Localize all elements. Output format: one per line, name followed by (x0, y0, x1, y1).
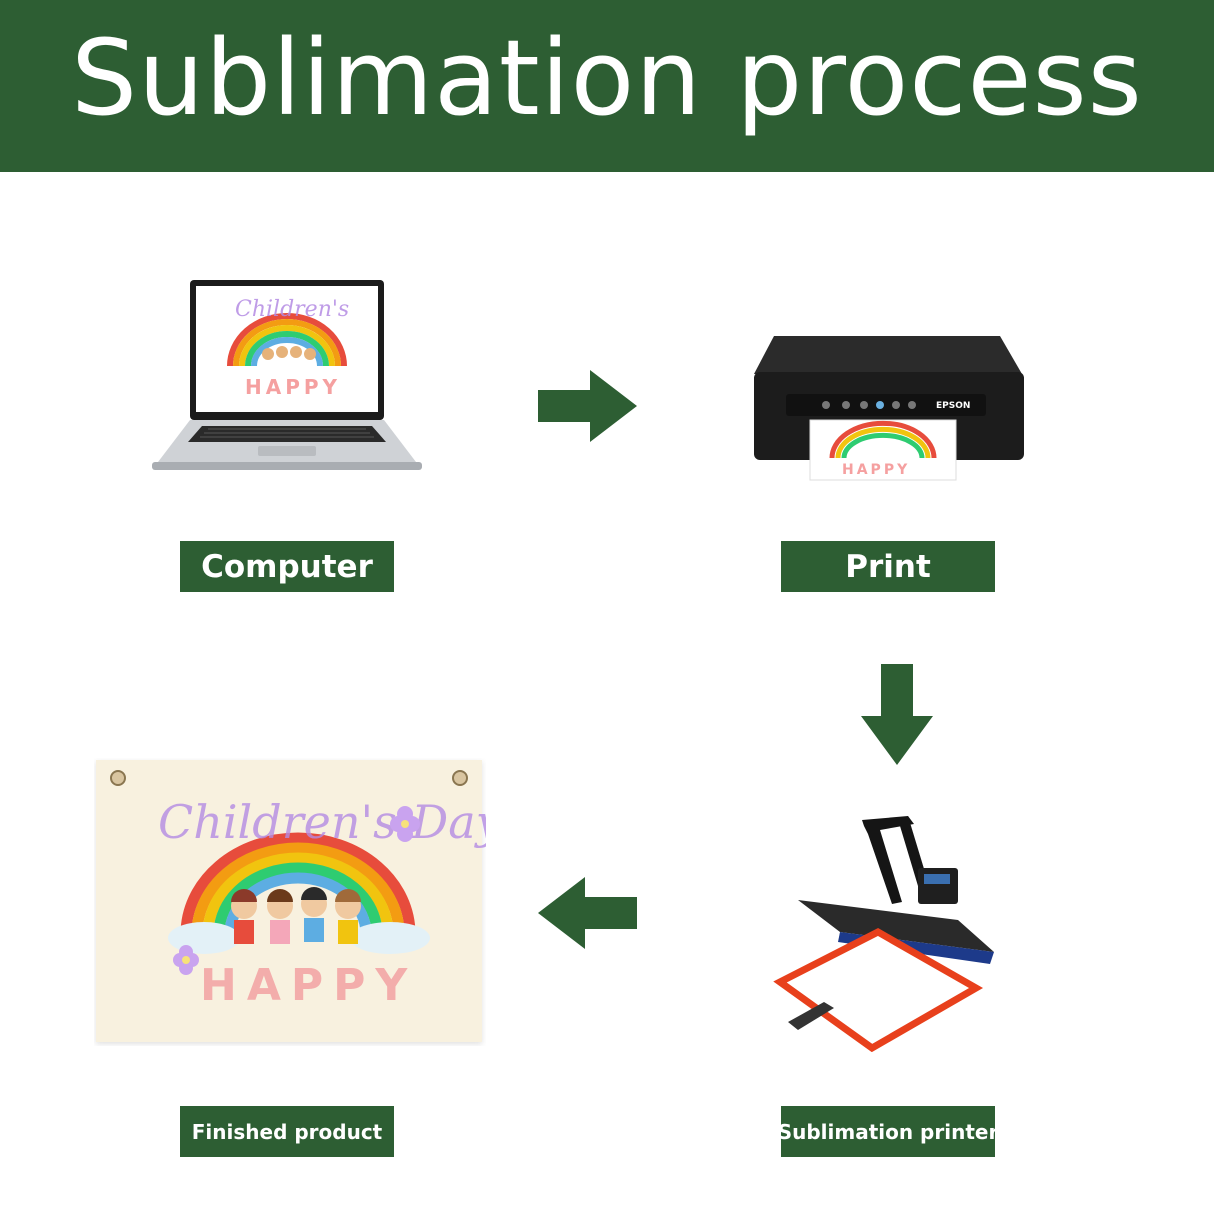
svg-text:HAPPY: HAPPY (842, 462, 910, 478)
banner-subline: HAPPY (200, 960, 417, 1011)
banner-headline: Children's Day (158, 795, 486, 849)
arrow-right-icon (538, 370, 637, 442)
label-print: Print (781, 541, 995, 592)
banner-image: Children's Day HAPPY (96, 760, 486, 1042)
arrow-down-icon (861, 664, 933, 765)
printer-icon: EPSON HAPPY (754, 336, 1024, 481)
laptop-icon: Children's HAPPY (152, 280, 422, 470)
svg-text:HAPPY: HAPPY (245, 375, 341, 399)
svg-text:Children's: Children's (235, 297, 349, 322)
label-finished-product: Finished product (180, 1106, 394, 1157)
title-banner: Sublimation process (0, 0, 1214, 172)
label-computer: Computer (180, 541, 394, 592)
arrow-left-icon (538, 877, 637, 949)
page-title: Sublimation process (71, 17, 1143, 139)
heat-press-icon (773, 816, 994, 1052)
label-sublimation-printer: Sublimation printer (778, 1106, 998, 1157)
printer-brand: EPSON (936, 401, 970, 411)
